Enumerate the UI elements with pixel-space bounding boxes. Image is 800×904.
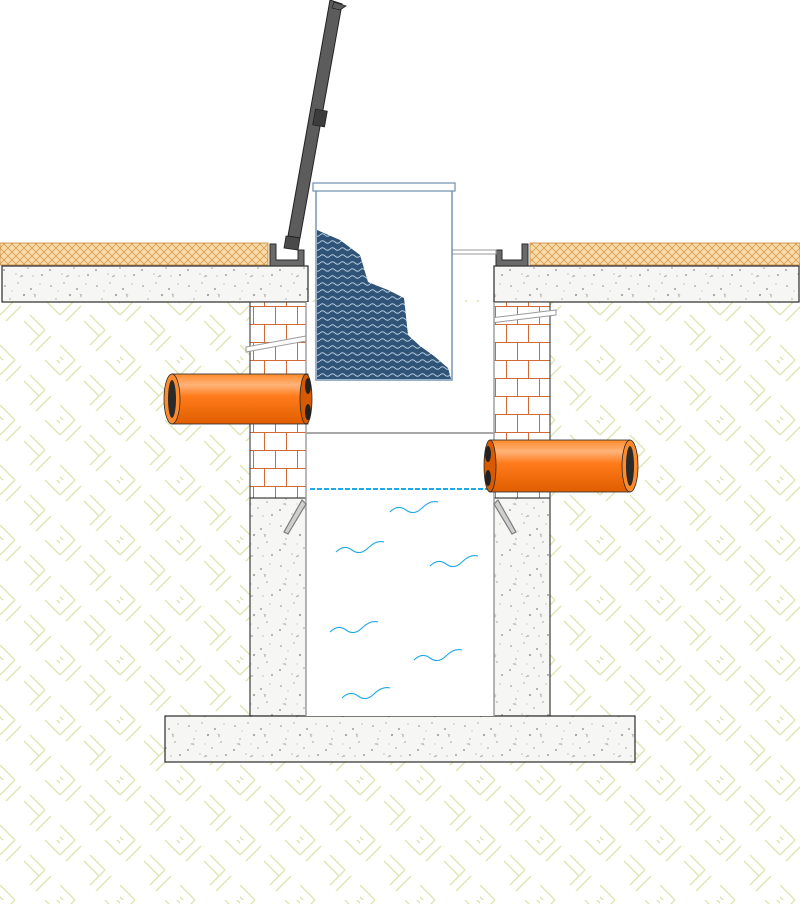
water-ripple	[389, 501, 439, 514]
filter-media	[317, 230, 451, 379]
pipe-outlet	[483, 439, 639, 493]
paving-left	[0, 242, 269, 266]
concrete-wall-left	[249, 497, 307, 717]
water-ripple	[429, 555, 479, 568]
pipe-inlet	[163, 373, 313, 425]
water	[310, 488, 490, 700]
bracket-left	[283, 499, 307, 535]
water-ripple	[329, 621, 379, 634]
lid	[283, 0, 347, 251]
water-ripple	[335, 541, 385, 554]
bracket-right	[493, 499, 517, 535]
top-slab	[1, 265, 800, 303]
base-slab	[164, 715, 636, 763]
paving-right	[529, 242, 800, 266]
water-ripple	[341, 687, 391, 700]
filter-basket	[312, 182, 456, 381]
water-ripple	[413, 649, 463, 662]
concrete-wall-right	[493, 497, 551, 717]
